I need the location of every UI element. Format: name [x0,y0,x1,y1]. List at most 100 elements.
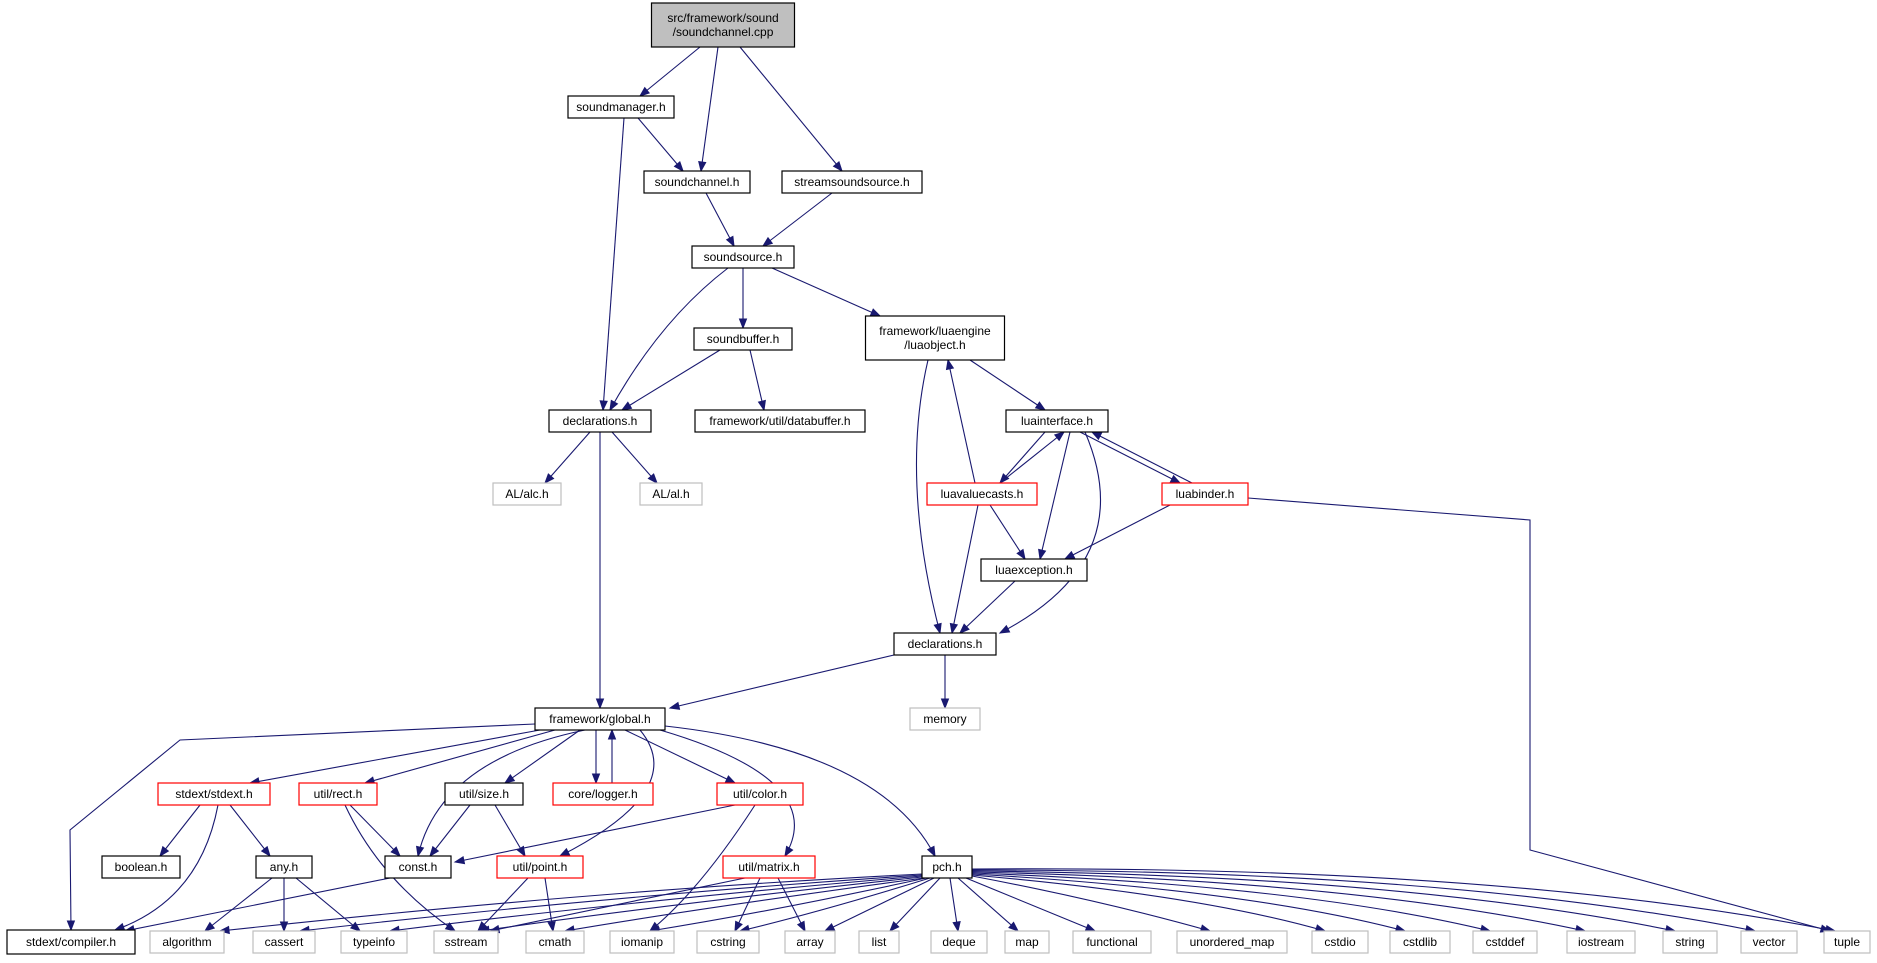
node-map[interactable]: map [1004,930,1050,954]
node-sstream[interactable]: sstream [433,930,499,954]
node-label: tuple [1834,935,1860,949]
node-stdext[interactable]: stdext/stdext.h [157,782,271,806]
edge-pch-to-iostream [971,871,1587,934]
node-typeinfo[interactable]: typeinfo [340,930,408,954]
node-deque[interactable]: deque [930,930,988,954]
node-luaexception[interactable]: luaexception.h [980,558,1088,582]
node-cstdlib[interactable]: cstdlib [1389,930,1451,954]
node-luavaluecasts[interactable]: luavaluecasts.h [926,482,1038,506]
edge-global-to-size [503,729,581,784]
node-box [1005,409,1109,433]
node-luaobject[interactable]: framework/luaengine/luaobject.h [864,315,1006,361]
node-matrix[interactable]: util/matrix.h [722,855,816,879]
arrowhead [1169,474,1182,484]
node-streamsoundsource[interactable]: streamsoundsource.h [781,170,923,194]
node-label: /luaobject.h [904,338,965,352]
node-vector[interactable]: vector [1740,930,1798,954]
node-list[interactable]: list [858,930,900,954]
node-size[interactable]: util/size.h [444,782,524,806]
node-memory[interactable]: memory [909,707,981,731]
edge-luavaluecasts-to-luaobject [945,358,976,484]
node-string[interactable]: string [1662,930,1718,954]
edge-luaobject-to-declarations2 [915,359,942,635]
node-cmath[interactable]: cmath [525,930,585,954]
node-soundsource[interactable]: soundsource.h [691,245,795,269]
node-luainterface[interactable]: luainterface.h [1005,409,1109,433]
node-box [496,855,584,879]
node-box [921,855,973,879]
node-rect[interactable]: util/rect.h [298,782,378,806]
edge-pch-to-cmath [563,877,925,934]
arrowhead [66,920,76,932]
arrowhead [784,845,794,858]
node-box [1823,930,1871,954]
edge-global-to-compiler [66,723,536,932]
node-const[interactable]: const.h [384,855,452,879]
edge-pch-to-algorithm [218,873,923,935]
edge-soundsource-to-declarations1 [609,267,729,412]
arrowhead [832,160,843,173]
arrowhead [869,308,882,317]
node-box [157,782,271,806]
node-soundbuffer[interactable]: soundbuffer.h [693,327,793,351]
node-iostream[interactable]: iostream [1566,930,1636,954]
arrowhead [429,845,440,858]
node-declarations2[interactable]: declarations.h [893,632,997,656]
node-box [255,855,313,879]
node-color[interactable]: util/color.h [716,782,804,806]
arrowhead [503,774,516,784]
edge-pch-to-list [889,877,941,933]
node-luabinder[interactable]: luabinder.h [1161,482,1249,506]
node-cassert[interactable]: cassert [252,930,316,954]
arrowhead [591,773,601,785]
node-al[interactable]: AL/al.h [639,482,703,506]
edge-color-to-const [453,804,736,865]
node-box [784,930,836,954]
node-any[interactable]: any.h [255,855,313,879]
edge-pch-to-iomanip [648,877,927,934]
edge-declarations1-to-alc [544,431,591,485]
node-label: core/logger.h [568,787,637,801]
node-label: iostream [1578,935,1624,949]
edge-luainterface-to-luaexception [1038,431,1071,561]
node-label: algorithm [162,935,211,949]
node-label: soundchannel.h [655,175,740,189]
node-databuffer[interactable]: framework/util/databuffer.h [694,409,866,433]
node-root[interactable]: src/framework/sound/soundchannel.cpp [650,2,796,48]
arrowhead [477,921,488,933]
node-iomanip[interactable]: iomanip [609,930,675,954]
node-logger[interactable]: core/logger.h [552,782,654,806]
node-label: declarations.h [908,637,983,651]
edge-luainterface-to-luabinder [1079,431,1182,484]
arrowhead [1063,550,1076,560]
node-cstring[interactable]: cstring [696,930,760,954]
node-box [384,855,452,879]
node-tuple[interactable]: tuple [1823,930,1871,954]
node-box [1662,930,1718,954]
node-alc[interactable]: AL/alc.h [492,482,562,506]
node-unordered_map[interactable]: unordered_map [1176,930,1288,954]
node-array[interactable]: array [784,930,836,954]
node-pch[interactable]: pch.h [921,855,973,879]
node-declarations1[interactable]: declarations.h [548,409,652,433]
arrowhead [260,845,271,858]
node-global[interactable]: framework/global.h [534,707,666,731]
arrowhead [1090,431,1103,441]
node-box [1072,930,1152,954]
node-box [864,315,1006,361]
node-label: typeinfo [353,935,395,949]
node-soundmanager[interactable]: soundmanager.h [567,95,675,119]
node-algorithm[interactable]: algorithm [149,930,225,954]
node-functional[interactable]: functional [1072,930,1152,954]
edge-pch-to-cstdlib [971,873,1407,933]
node-boolean[interactable]: boolean.h [101,855,181,879]
node-soundchannel[interactable]: soundchannel.h [643,170,751,194]
node-box [552,782,654,806]
edge-luainterface-to-luavaluecasts [999,431,1046,485]
node-cstddef[interactable]: cstddef [1472,930,1538,954]
node-compiler[interactable]: stdext/compiler.h [6,929,136,955]
edge-size-to-const [429,804,471,858]
arrowhead [1034,401,1047,411]
node-point[interactable]: util/point.h [496,855,584,879]
node-cstdio[interactable]: cstdio [1311,930,1369,954]
